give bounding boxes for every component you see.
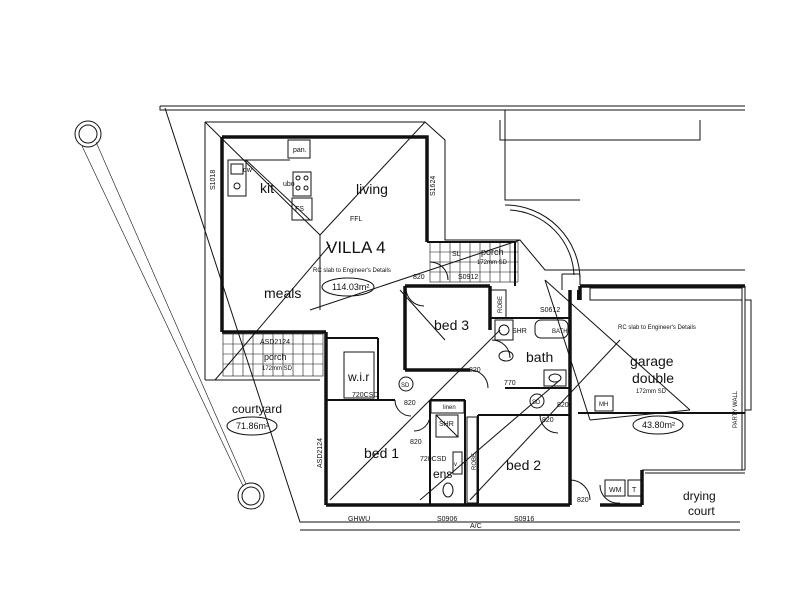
door-820-bed1-ens: 820 xyxy=(410,439,422,446)
garage-slab-note: RC slab to Engineer's Details xyxy=(618,325,696,331)
smoke-detector-1 xyxy=(398,376,414,392)
survey-peg-top xyxy=(74,120,102,148)
peg-lines xyxy=(81,141,247,487)
garage-door xyxy=(744,299,752,411)
door-swings xyxy=(394,261,621,504)
courtyard-label: courtyard xyxy=(232,402,282,416)
bath-fixtures xyxy=(490,289,569,387)
door-820-bed3: 820 xyxy=(469,367,481,374)
porch-side-sd: 172mm SD xyxy=(477,260,508,266)
porch-front-sd: 172mm SD xyxy=(262,366,293,372)
room-label-meals: meals xyxy=(264,285,301,301)
laundry-appliances xyxy=(594,395,643,497)
garage-sd: 172mm SD xyxy=(636,389,667,395)
ensuite-fixtures xyxy=(430,400,478,504)
door-820-laundry: 820 xyxy=(577,497,589,504)
garage-area: 43.80m² xyxy=(642,420,675,430)
room-label-bed2: bed 2 xyxy=(506,457,541,473)
ens-shower-label: SHR xyxy=(439,421,454,428)
oven-label: ubo xyxy=(283,181,295,188)
door-820-wir: 820 xyxy=(404,400,416,407)
porch-side-tiling xyxy=(429,241,519,283)
drying-court-label-1: drying xyxy=(683,489,716,503)
window-s0906: S0906 xyxy=(437,516,457,523)
door-asd2124-side: ASD2124 xyxy=(317,438,324,468)
villa-area: 114.03m² xyxy=(332,282,369,292)
kitchen-bench xyxy=(227,139,313,221)
garage-label-1: garage xyxy=(630,353,674,369)
dishwasher-label: dw xyxy=(243,167,253,174)
wir-shelving xyxy=(343,351,375,399)
washing-machine-label: WM xyxy=(609,487,622,494)
ac-label: A/C xyxy=(470,523,482,530)
window-s1018: S1018 xyxy=(210,170,217,190)
pantry-label: pan. xyxy=(293,147,307,154)
smoke-detector-1-label: SD xyxy=(401,383,410,389)
bed2-robe-label: ROBE xyxy=(472,453,478,470)
garage-area-oval xyxy=(632,415,684,435)
bed3-robe-label: ROBE xyxy=(498,296,504,313)
villa-slab-note: RC slab to Engineer's Details xyxy=(313,268,391,274)
courtyard-area-oval xyxy=(226,416,278,436)
window-s1624: S1624 xyxy=(430,176,437,196)
room-label-wir: w.i.r xyxy=(347,370,369,384)
internal-walls xyxy=(326,241,745,505)
door-820-garage: 820 xyxy=(557,402,569,409)
ens-valve-label: v xyxy=(454,462,457,468)
survey-peg-bottom xyxy=(237,482,265,510)
door-820-hall: 820 xyxy=(542,417,554,424)
bath-shower-label: SHR xyxy=(512,328,527,335)
window-s0916: S0916 xyxy=(514,516,534,523)
drying-court-label-2: court xyxy=(688,504,715,518)
door-asd2124-top: ASD2124 xyxy=(260,339,290,346)
ghwu-label: GHWU xyxy=(348,516,370,523)
fridge-space-label: FS xyxy=(295,206,304,213)
room-label-bed3: bed 3 xyxy=(434,317,469,333)
linen-label: linen xyxy=(443,405,456,411)
site-boundary xyxy=(159,105,745,531)
room-label-bath: bath xyxy=(526,349,553,365)
courtyard-area: 71.86m² xyxy=(236,421,269,431)
villa-title: VILLA 4 xyxy=(326,238,386,257)
ens-csd-label: 720CSD xyxy=(420,456,446,463)
porch-front-tiling xyxy=(222,333,324,377)
bath-tub-label: BATH xyxy=(552,329,568,335)
smoke-detector-2-label: SD xyxy=(532,400,541,406)
room-label-bed1: bed 1 xyxy=(364,445,399,461)
porch-front-label: porch xyxy=(264,352,287,362)
wir-csd-label: 720CSD xyxy=(352,392,378,399)
trough-label: T xyxy=(632,487,637,494)
door-820-porch: 820 xyxy=(413,274,425,281)
smoke-detector-2 xyxy=(529,393,545,409)
villa-area-oval xyxy=(321,277,375,297)
door-770-bath: 770 xyxy=(504,380,516,387)
sidelight-label: SL xyxy=(452,251,461,258)
window-s0612: S0612 xyxy=(540,307,560,314)
room-label-ens: ens xyxy=(433,467,452,481)
ffl-label: FFL xyxy=(350,216,363,223)
room-label-kit: kit xyxy=(260,180,274,196)
manhole-label: MH xyxy=(599,402,608,408)
window-s0912: S0912 xyxy=(458,274,478,281)
porch-side-label: porch xyxy=(481,247,504,257)
room-label-living: living xyxy=(356,181,388,197)
external-walls xyxy=(220,135,745,507)
neighbour-driveway xyxy=(499,110,701,285)
roof-lines xyxy=(204,121,745,501)
party-wall-label: PARTY WALL xyxy=(733,390,739,428)
garage-label-2: double xyxy=(632,370,674,386)
